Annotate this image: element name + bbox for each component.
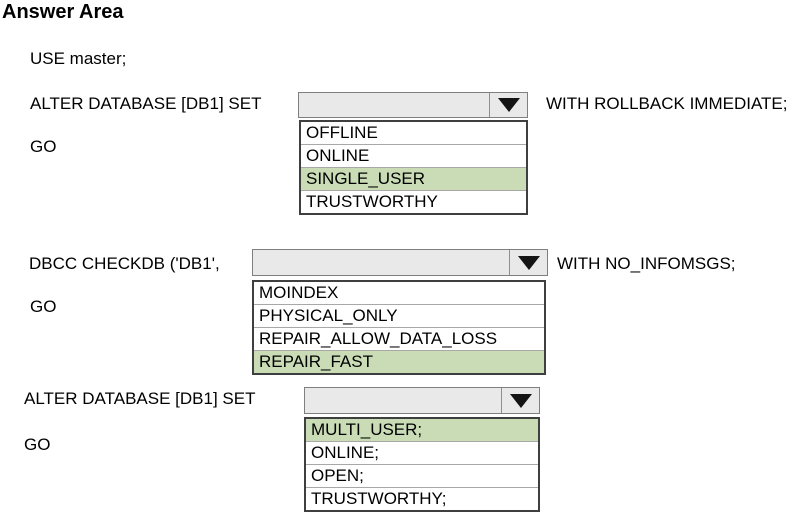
statement-1-dropdown-value — [299, 93, 489, 117]
statement-3-dropdown[interactable] — [304, 387, 540, 414]
list-item[interactable]: SINGLE_USER — [301, 167, 526, 190]
statement-2-label: DBCC CHECKDB ('DB1', — [29, 254, 220, 273]
statement-1-suffix: WITH ROLLBACK IMMEDIATE; — [546, 94, 788, 113]
go-statement-1: GO — [30, 137, 57, 156]
list-item[interactable]: TRUSTWORTHY — [301, 190, 526, 213]
statement-3-dropdown-value — [305, 388, 501, 413]
list-item[interactable]: TRUSTWORTHY; — [306, 487, 538, 510]
list-item[interactable]: MOINDEX — [259, 283, 339, 302]
go-statement-2: GO — [30, 297, 57, 316]
list-item[interactable]: MULTI_USER; — [306, 419, 538, 441]
statement-1-dropdown[interactable] — [298, 92, 528, 118]
chevron-down-icon — [517, 255, 540, 270]
statement-1-option-list: OFFLINE ONLINE SINGLE_USER TRUSTWORTHY — [299, 120, 528, 215]
list-item[interactable]: OFFLINE — [306, 123, 378, 142]
list-item[interactable]: ONLINE — [301, 144, 526, 167]
statement-1-label: ALTER DATABASE [DB1] SET — [30, 94, 262, 113]
list-item[interactable]: REPAIR_ALLOW_DATA_LOSS — [254, 327, 544, 350]
dropdown-arrow-button[interactable] — [489, 93, 527, 117]
chevron-down-icon — [497, 98, 520, 112]
statement-2-dropdown[interactable] — [252, 249, 548, 276]
page-title: Answer Area — [2, 1, 124, 23]
statement-2-option-list: MOINDEX PHYSICAL_ONLY REPAIR_ALLOW_DATA_… — [252, 280, 546, 375]
use-master-statement: USE master; — [30, 49, 127, 68]
list-item[interactable]: PHYSICAL_ONLY — [254, 304, 544, 327]
statement-2-suffix: WITH NO_INFOMSGS; — [557, 254, 736, 273]
chevron-down-icon — [509, 393, 532, 408]
statement-3-option-list: MULTI_USER; ONLINE; OPEN; TRUSTWORTHY; — [304, 417, 540, 512]
statement-2-dropdown-value — [253, 250, 509, 275]
list-item[interactable]: ONLINE; — [306, 441, 538, 464]
list-item[interactable]: REPAIR_FAST — [254, 350, 544, 373]
dropdown-arrow-button[interactable] — [501, 388, 539, 413]
go-statement-3: GO — [24, 435, 51, 454]
dropdown-arrow-button[interactable] — [509, 250, 547, 275]
statement-3-label: ALTER DATABASE [DB1] SET — [24, 389, 256, 408]
list-item[interactable]: OPEN; — [306, 464, 538, 487]
